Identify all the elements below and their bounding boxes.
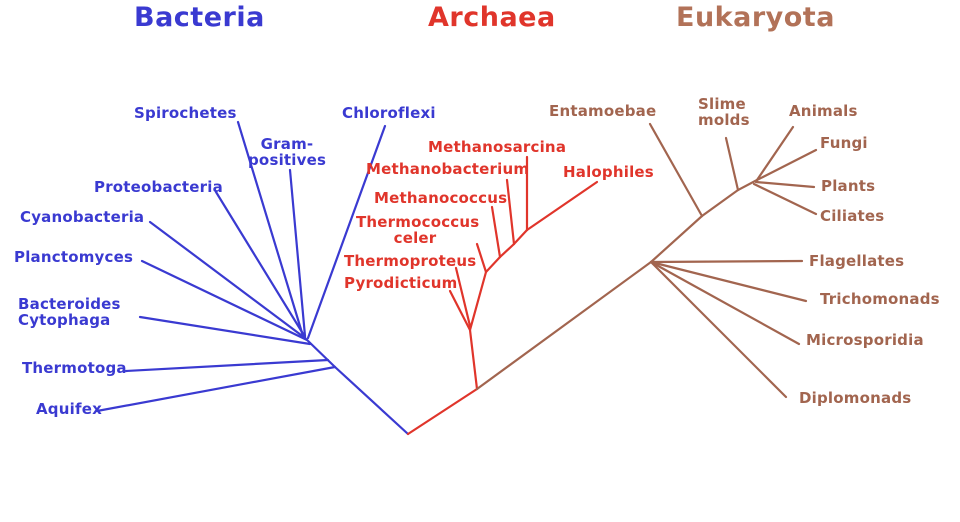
taxon-label-plants: Plants xyxy=(821,177,876,195)
taxon-label-trichomonads: Trichomonads xyxy=(820,290,940,308)
eukaryota-branches xyxy=(475,122,818,399)
taxon-label-methanosarcina: Methanosarcina xyxy=(428,138,567,156)
taxon-label-aquifex: Aquifex xyxy=(36,400,102,418)
taxon-label-methanococcus: Methanococcus xyxy=(374,189,508,207)
taxon-label-slime-molds: Slime molds xyxy=(698,95,750,130)
domain-header-archaea: Archaea xyxy=(428,2,556,33)
taxon-label-halophiles: Halophiles xyxy=(563,163,654,181)
taxon-label-flagellates: Flagellates xyxy=(809,252,905,270)
taxon-label-diplomonads: Diplomonads xyxy=(799,389,912,407)
taxon-label-thermoproteus: Thermoproteus xyxy=(344,252,477,270)
taxon-label-methanobacterium: Methanobacterium xyxy=(366,160,530,178)
taxon-label-pyrodicticum: Pyrodicticum xyxy=(344,274,458,292)
taxon-label-entamoebae: Entamoebae xyxy=(549,102,657,120)
taxon-label-gram-positives: Gram- positives xyxy=(248,135,327,170)
taxon-label-bacteroides-cytophaga: Bacteroides Cytophaga xyxy=(18,295,121,330)
taxon-label-spirochetes: Spirochetes xyxy=(134,104,237,122)
taxon-label-thermococcus-celer: Thermococcus celer xyxy=(356,213,480,248)
bacteria-branches xyxy=(95,120,410,436)
taxon-label-chloroflexi: Chloroflexi xyxy=(342,104,436,122)
taxon-label-fungi: Fungi xyxy=(820,134,868,152)
taxon-label-cyanobacteria: Cyanobacteria xyxy=(20,208,145,226)
taxon-label-animals: Animals xyxy=(789,102,858,120)
taxon-label-thermotoga: Thermotoga xyxy=(22,359,127,377)
taxon-label-ciliates: Ciliates xyxy=(820,207,885,225)
taxon-label-microsporidia: Microsporidia xyxy=(806,331,924,349)
domain-header-bacteria: Bacteria xyxy=(134,2,265,33)
taxon-label-planctomyces: Planctomyces xyxy=(14,248,134,266)
domain-header-eukaryota: Eukaryota xyxy=(676,2,835,33)
taxon-label-proteobacteria: Proteobacteria xyxy=(94,178,223,196)
